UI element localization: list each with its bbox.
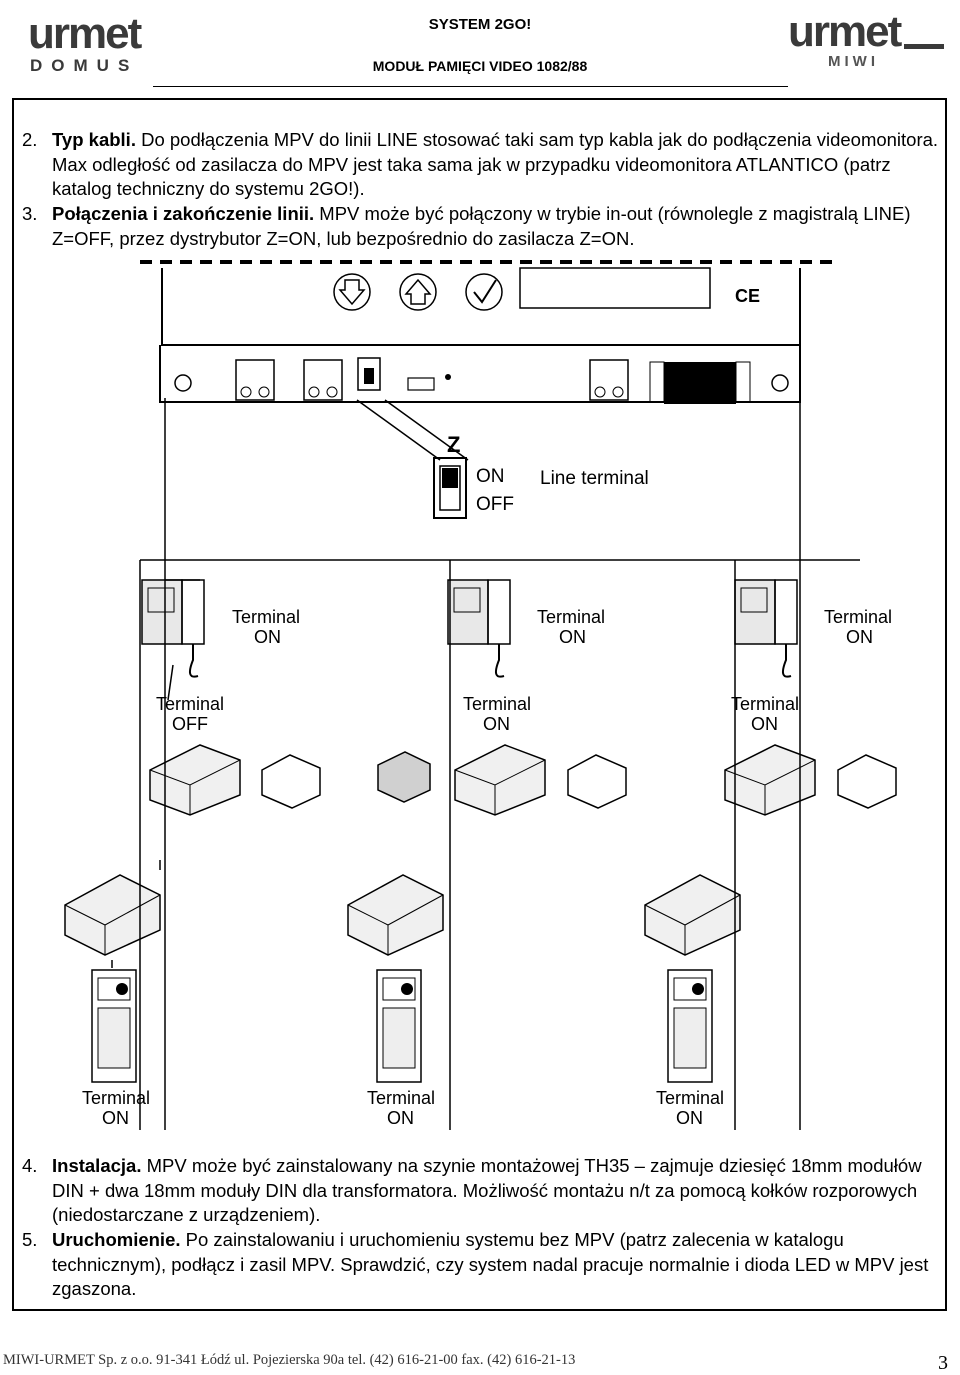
logo-left-sub: DOMUS — [30, 56, 139, 75]
panel-2-label-b: ON — [387, 1108, 414, 1128]
din-module-2 — [454, 744, 546, 816]
door-panel-3 — [667, 969, 713, 1083]
terminal-block-2 — [303, 359, 343, 401]
module-2-label-a: Terminal — [463, 694, 531, 714]
section-cables: 2. Typ kabli. Do podłączenia MPV do lini… — [22, 128, 942, 202]
videophone-3 — [734, 579, 798, 678]
socket-bracket-left — [649, 361, 665, 403]
power-supply-3 — [644, 874, 741, 956]
door-panel-2 — [376, 969, 422, 1083]
switch-off-label: OFF — [476, 494, 514, 515]
transformer-2 — [567, 754, 627, 809]
section-number: 2. — [22, 129, 38, 150]
page-number: 3 — [938, 1352, 948, 1374]
urmet-domus-logo: urmet DOMUS — [28, 12, 148, 76]
section-text: MPV może być połączony w trybie in-out (… — [52, 203, 911, 249]
section-text: Do podłączenia MPV do linii LINE stosowa… — [52, 129, 939, 199]
handset-3-label-b: ON — [846, 627, 873, 647]
handset-2-label-b: ON — [559, 627, 586, 647]
z-switch-slot — [439, 465, 461, 511]
handset-1-label-a: Terminal — [232, 607, 300, 627]
logo-right-sub: MIWI — [828, 53, 879, 70]
section-number: 5. — [22, 1229, 38, 1250]
section-number: 3. — [22, 203, 38, 224]
power-supply-2 — [347, 874, 444, 956]
power-supply-1 — [64, 874, 161, 956]
switch-label-z: Z — [447, 432, 460, 457]
videophone-2 — [447, 579, 511, 678]
section-text: MPV może być zainstalowany na szynie mon… — [52, 1155, 922, 1225]
panel-3-label-b: ON — [676, 1108, 703, 1128]
din-module-3 — [724, 744, 816, 816]
down-arrow-icon — [333, 273, 371, 311]
page-subtitle: MODUŁ PAMIĘCI VIDEO 1082/88 — [372, 58, 588, 74]
terminal-block-1 — [235, 359, 275, 401]
socket-bracket-right — [735, 361, 751, 403]
z-switch-small — [357, 357, 381, 391]
led-indicator — [445, 374, 451, 380]
section-number: 4. — [22, 1155, 38, 1176]
zoom-lines — [356, 399, 469, 461]
panel-2-label-a: Terminal — [367, 1088, 435, 1108]
handset-2-label-a: Terminal — [537, 607, 605, 627]
transformer-1 — [261, 754, 321, 809]
panel-1-label-a: Terminal — [82, 1088, 150, 1108]
urmet-miwi-logo: urmet MIWI — [788, 7, 944, 70]
panel-3-label-a: Terminal — [656, 1088, 724, 1108]
section-installation: 4. Instalacja. MPV może być zainstalowan… — [22, 1154, 942, 1228]
ce-mark: CE — [735, 286, 760, 306]
handset-1-label-b: ON — [254, 627, 281, 647]
section-heading: Uruchomienie. — [52, 1229, 181, 1250]
page-title: SYSTEM 2GO! — [428, 16, 532, 33]
line-terminal-label: Line terminal — [540, 468, 649, 489]
logo-right-bar — [904, 44, 944, 49]
section-heading: Typ kabli. — [52, 129, 136, 150]
panel-1-label-b: ON — [102, 1108, 129, 1128]
device-label-area — [519, 267, 711, 309]
connector-pins — [407, 377, 435, 391]
section-heading: Instalacja. — [52, 1155, 142, 1176]
distributor — [377, 751, 431, 803]
module-2-label-b: ON — [483, 714, 510, 734]
module-3-label-b: ON — [751, 714, 778, 734]
transformer-3 — [837, 754, 897, 809]
module-1-label-a: Terminal — [156, 694, 224, 714]
wiring-lines — [111, 398, 860, 1130]
section-connections: 3. Połączenia i zakończenie linii. MPV m… — [22, 202, 942, 251]
content-frame — [12, 98, 947, 1311]
handset-3-label-a: Terminal — [824, 607, 892, 627]
din-module-1 — [149, 744, 241, 816]
videophone-1 — [141, 579, 205, 678]
device-top-body — [161, 268, 801, 346]
logo-right-brand: urmet — [788, 7, 902, 56]
header-rule — [153, 86, 788, 87]
connector-socket — [664, 362, 736, 404]
door-panel-1 — [91, 969, 137, 1083]
check-icon — [465, 273, 503, 311]
z-switch-large — [433, 457, 467, 519]
module-1-label-b: OFF — [172, 714, 208, 734]
mount-hole-left — [174, 374, 192, 392]
module-3-label-a: Terminal — [731, 694, 799, 714]
up-arrow-icon — [399, 273, 437, 311]
footer-address: MIWI-URMET Sp. z o.o. 91-341 Łódź ul. Po… — [3, 1352, 576, 1368]
switch-on-label: ON — [476, 466, 505, 487]
z-switch-knob — [442, 468, 458, 488]
mount-hole-right — [771, 374, 789, 392]
terminal-block-3 — [589, 359, 629, 401]
logo-left-brand: urmet — [28, 9, 142, 58]
section-text: Po zainstalowaniu i uruchomieniu systemu… — [52, 1229, 929, 1299]
section-startup: 5. Uruchomienie. Po zainstalowaniu i uru… — [22, 1228, 942, 1302]
device-bottom-plate — [159, 345, 801, 403]
section-heading: Połączenia i zakończenie linii. — [52, 203, 315, 224]
